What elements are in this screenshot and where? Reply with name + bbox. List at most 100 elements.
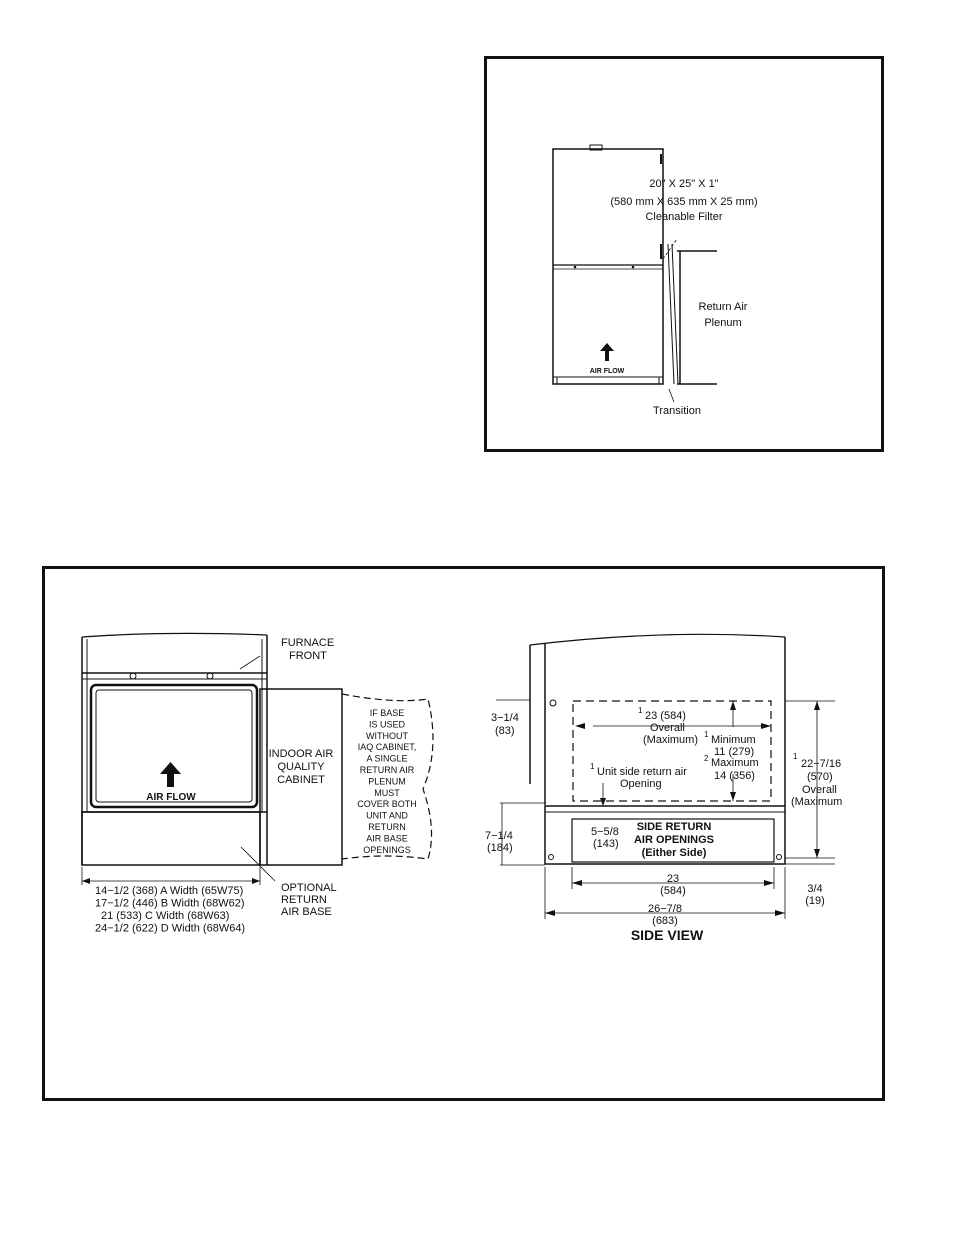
plenum-label-1: Return Air: [699, 301, 748, 313]
footnote-marker: 1: [590, 762, 595, 771]
transition-leader: [668, 388, 675, 403]
note-line: IAQ CABINET,: [358, 742, 417, 752]
base-label-3: AIR BASE: [281, 906, 332, 918]
note-line: A SINGLE: [366, 754, 407, 764]
width-list: 14−1/2 (368) A Width (65W75)17−1/2 (446)…: [95, 885, 245, 935]
iaq-cabinet: [259, 688, 343, 866]
side-view: 3−1/4 (83) 1 23 (584) Overall (Maximum) …: [485, 633, 842, 943]
cabinet-base: [556, 376, 660, 385]
dim-arrow: [775, 910, 785, 916]
side-view-title: SIDE VIEW: [631, 927, 704, 943]
iaq-label-1: INDOOR AIR: [269, 748, 334, 760]
min-1: Minimum: [711, 734, 756, 746]
note-line: UNIT AND: [366, 811, 408, 821]
furnace-front-leader: [239, 655, 261, 670]
plenum-label-2: Plenum: [704, 317, 741, 329]
base-label-1: OPTIONAL: [281, 882, 337, 894]
dim-3-1-4: 3−1/4: [491, 712, 519, 724]
width-line: 24−1/2 (622) D Width (68W64): [95, 923, 245, 935]
front-view: AIR FLOW FURNACE FRONT INDOOR AIR QUALIT…: [81, 632, 434, 935]
top-figure-panel: AIR FLOW 20" X 25" X 1" (580 mm X 635 mm…: [484, 56, 884, 452]
overall-23-b: Overall: [650, 722, 685, 734]
dim-143: (143): [593, 838, 619, 850]
base-fastener: [776, 854, 782, 860]
side-return-1: SIDE RETURN: [637, 821, 712, 833]
furnace-front-2: FRONT: [289, 650, 327, 662]
cabinet-top-break: [81, 632, 268, 638]
filter-label: Cleanable Filter: [645, 211, 722, 223]
filter-size-mm: (580 mm X 635 mm X 25 mm): [610, 196, 757, 208]
return-air-base: [544, 805, 786, 865]
blower-opening-inner: [95, 689, 253, 803]
plenum-outline-dashed: [341, 693, 434, 860]
iaq-label-2: QUALITY: [277, 761, 325, 773]
base-label-2: RETURN: [281, 894, 327, 906]
panel-fastener: [129, 672, 137, 680]
footnote-marker: 1: [638, 706, 643, 715]
dim-arrow: [545, 910, 555, 916]
furnace-filter-diagram: AIR FLOW 20" X 25" X 1" (580 mm X 635 mm…: [552, 144, 758, 417]
base-opening: [571, 818, 775, 863]
filter-edge: [671, 243, 679, 385]
side-return-2: AIR OPENINGS: [634, 834, 714, 846]
dim-7-1-4: 7−1/4: [485, 830, 513, 842]
filter-leader: [662, 238, 678, 260]
filter-size-in: 20" X 25" X 1": [649, 178, 718, 190]
base-fastener: [548, 854, 554, 860]
note-line: RETURN AIR: [360, 765, 415, 775]
cabinet-knob: [549, 699, 557, 707]
cabinet-top-tab: [589, 144, 603, 151]
dim-26-7-8: 26−7/8: [648, 903, 682, 915]
transition-label: Transition: [653, 405, 701, 417]
right-2: (570): [807, 771, 833, 783]
right-1: 22−7/16: [801, 758, 841, 770]
panel-screw: [631, 265, 635, 269]
right-3: Overall: [802, 784, 837, 796]
dim-184: (184): [487, 842, 513, 854]
return-air-base-diagram: AIR FLOW FURNACE FRONT INDOOR AIR QUALIT…: [81, 632, 842, 943]
overall-23: 23 (584): [645, 710, 686, 722]
furnace-front-1: FURNACE: [281, 637, 334, 649]
return-opening-dashed: [572, 700, 772, 802]
bottom-figure-panel: AIR FLOW FURNACE FRONT INDOOR AIR QUALIT…: [42, 566, 885, 1101]
airflow-label: AIR FLOW: [590, 368, 625, 375]
note-line: IS USED: [369, 719, 406, 729]
footnote-marker: 2: [704, 754, 709, 763]
panel-screw: [573, 265, 577, 269]
side-return-3: (Either Side): [642, 847, 707, 859]
dim-arrow: [575, 723, 585, 729]
iaq-label-3: CABINET: [277, 774, 325, 786]
unit-side-1: Unit side return air: [597, 766, 687, 778]
panel-fastener: [206, 672, 214, 680]
dim-584: (584): [660, 885, 686, 897]
airflow-arrow-icon: [600, 343, 614, 361]
airflow-arrow-icon: [160, 762, 181, 787]
dim-arrow: [252, 878, 260, 884]
dim-83: (83): [495, 725, 515, 737]
note-line: OPENINGS: [363, 845, 411, 855]
dim-arrow: [730, 701, 736, 710]
filter-edge: [667, 243, 675, 385]
note-line: MUST: [374, 788, 400, 798]
dim-arrow: [764, 880, 774, 886]
dim-arrow: [814, 849, 820, 858]
max-2: 14 (356): [714, 770, 755, 782]
note-line: RETURN: [368, 822, 406, 832]
dim-arrow: [572, 880, 582, 886]
unit-side-2: Opening: [620, 778, 662, 790]
max-1: Maximum: [711, 757, 759, 769]
dim-arrow: [82, 878, 90, 884]
dim-23: 23: [667, 873, 679, 885]
note-line: IF BASE: [370, 708, 405, 718]
dim-arrow: [600, 798, 606, 806]
dim-19: (19): [805, 895, 825, 907]
width-line: 21 (533) C Width (68W63): [101, 910, 229, 922]
dim-5-5-8: 5−5/8: [591, 826, 619, 838]
footnote-marker: 1: [704, 730, 709, 739]
width-line: 14−1/2 (368) A Width (65W75): [95, 885, 243, 897]
dim-683: (683): [652, 915, 678, 927]
note-line: COVER BOTH: [357, 799, 417, 809]
dim-arrow: [730, 792, 736, 801]
dim-3-4: 3/4: [807, 883, 822, 895]
